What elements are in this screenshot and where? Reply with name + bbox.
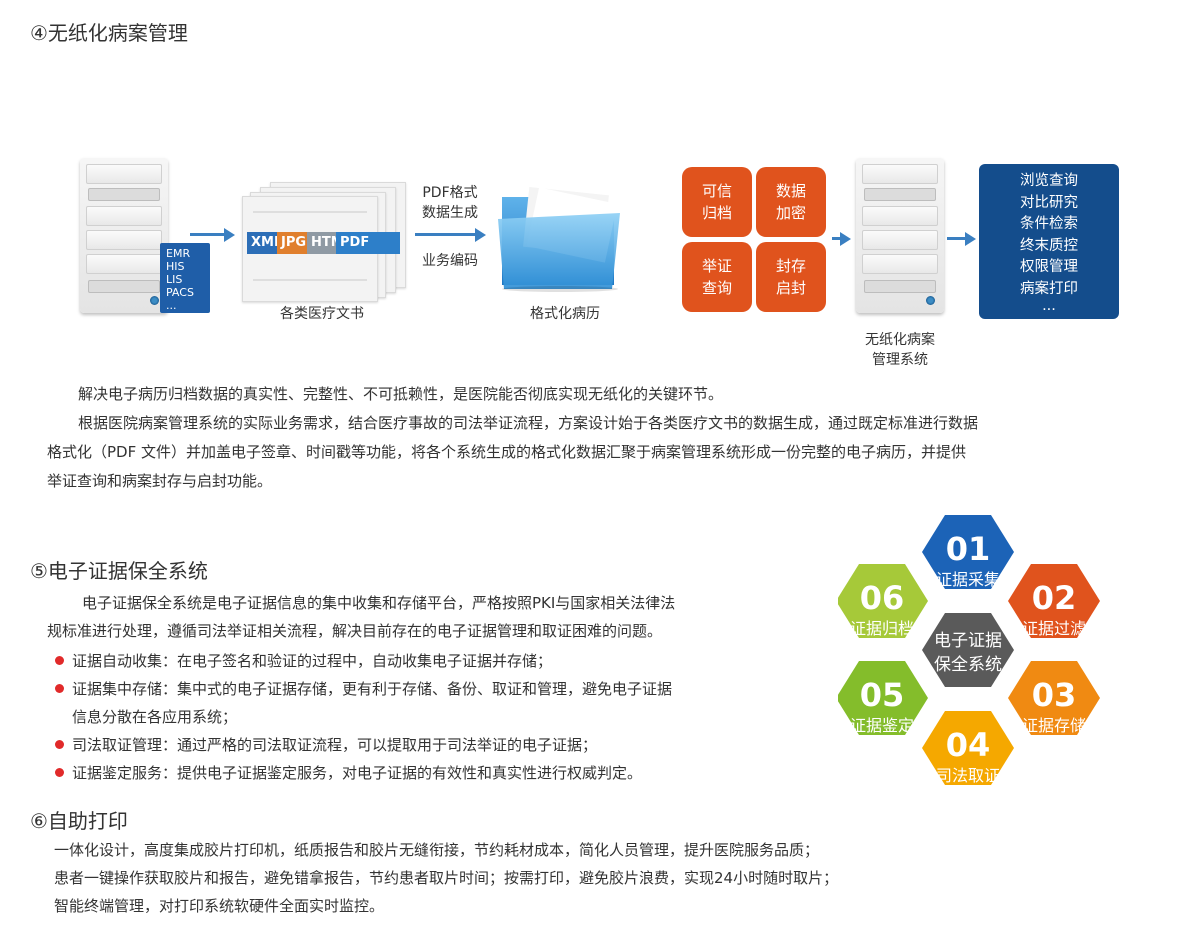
pdf-generation-label: PDF格式 数据生成 (410, 183, 490, 223)
bullet-item: 证据自动收集：在电子签名和验证的过程中，自动收集电子证据并存储； (55, 647, 552, 675)
hex-01-number: 01 (946, 530, 991, 568)
hex-06-label: 证据归档 (850, 619, 914, 638)
documents-stack-icon: XML JPG HTML PDF (242, 178, 412, 302)
bullet-text: 证据鉴定服务：提供电子证据鉴定服务，对电子证据的有效性和真实性进行权威判定。 (72, 764, 643, 782)
evidence-hex-diagram: 01 证据采集 02 证据过滤 03 证据存储 04 司法取证 05 证据鉴定 … (838, 515, 1100, 785)
arrow-icon (947, 237, 967, 240)
section4-paragraph2-line3: 举证查询和病案封存与启封功能。 (47, 472, 273, 490)
feature-item: ... (1042, 298, 1056, 314)
tile-line2: 归档 (701, 204, 732, 222)
hex-04: 04 司法取证 (922, 711, 1014, 785)
section6-line1: 一体化设计，高度集成胶片打印机，纸质报告和胶片无缝衔接，节约耗材成本，简化人员管… (54, 841, 820, 859)
tile-line1: 可信 (701, 182, 732, 200)
bullet-item: 司法取证管理：通过严格的司法取证流程，可以提取用于司法举证的电子证据； (55, 731, 597, 759)
hex-06-number: 06 (860, 579, 905, 617)
arrow-head-icon (840, 232, 851, 246)
bullet-dot-icon (55, 656, 64, 665)
format-tab-xml: XML (247, 232, 279, 254)
source-systems-box: EMR HIS LIS PACS ... (160, 243, 210, 313)
hex-05-label: 证据鉴定 (850, 716, 914, 735)
feature-item: 终末质控 (1020, 237, 1078, 254)
bullet-continuation: 信息分散在各应用系统； (72, 708, 238, 726)
bullet-text: 证据自动收集：在电子签名和验证的过程中，自动收集电子证据并存储； (72, 652, 553, 670)
format-tab-html: HTML (307, 232, 337, 254)
bullet-item: 证据鉴定服务：提供电子证据鉴定服务，对电子证据的有效性和真实性进行权威判定。 (55, 759, 642, 787)
hex-03: 03 证据存储 (1008, 661, 1100, 735)
hex-01-label: 证据采集 (936, 570, 1000, 589)
folder-icon (498, 186, 620, 292)
section4-paragraph2-line2: 格式化（PDF 文件）并加盖电子签章、时间戳等功能，将各个系统生成的格式化数据汇… (47, 443, 966, 461)
bullet-item: 证据集中存储：集中式的电子证据存储，更有利于存储、备份、取证和管理，避免电子证据 (55, 675, 672, 703)
arrow-head-icon (475, 228, 486, 242)
tile-line2: 加密 (775, 204, 806, 222)
folder-label: 格式化病历 (530, 306, 600, 322)
system-label: 无纸化病案 管理系统 (840, 330, 960, 370)
bullet-dot-icon (55, 740, 64, 749)
system-label-line1: 无纸化病案 (865, 332, 935, 348)
tag-more: ... (166, 299, 177, 312)
hex-01: 01 证据采集 (922, 515, 1014, 589)
tile-line1: 数据 (775, 182, 806, 200)
hex-03-number: 03 (1032, 676, 1077, 714)
bullet-text: 证据集中存储：集中式的电子证据存储，更有利于存储、备份、取证和管理，避免电子证据 (72, 680, 673, 698)
section6-line3: 智能终端管理，对打印系统软硬件全面实时监控。 (54, 897, 385, 915)
tile-data-encryption: 数据加密 (756, 167, 826, 237)
section5-title: ⑤电子证据保全系统 (30, 559, 208, 583)
tile-seal-unseal: 封存启封 (756, 242, 826, 312)
bullet-dot-icon (55, 768, 64, 777)
hex-center: 电子证据 保全系统 (922, 613, 1014, 687)
feature-item: 条件检索 (1020, 216, 1078, 232)
tag-his: HIS (166, 260, 185, 273)
hex-03-label: 证据存储 (1022, 716, 1086, 735)
tag-emr: EMR (166, 247, 191, 260)
hex-center-line2: 保全系统 (934, 655, 1002, 675)
pdf-generation-line1: PDF格式 (422, 185, 478, 201)
hex-04-label: 司法取证 (936, 766, 1000, 785)
tile-trusted-archive: 可信归档 (682, 167, 752, 237)
section4-paragraph1: 解决电子病历归档数据的真实性、完整性、不可抵赖性，是医院能否彻底实现无纸化的关键… (78, 385, 724, 403)
hex-02: 02 证据过滤 (1008, 564, 1100, 638)
hex-center-line1: 电子证据 (934, 631, 1002, 651)
server-icon (80, 158, 168, 313)
hex-05: 05 证据鉴定 (838, 661, 928, 735)
tile-line2: 查询 (701, 279, 732, 297)
arrow-icon (190, 233, 226, 236)
business-code-label: 业务编码 (422, 253, 478, 269)
hex-06: 06 证据归档 (838, 564, 928, 638)
section6-title: ⑥自助打印 (30, 809, 128, 833)
hex-02-label: 证据过滤 (1022, 619, 1086, 638)
section5-intro-line1: 电子证据保全系统是电子证据信息的集中收集和存储平台，严格按照PKI与国家相关法律… (82, 594, 676, 612)
arrow-icon (415, 233, 477, 236)
system-label-line2: 管理系统 (872, 352, 928, 368)
tag-pacs: PACS (166, 286, 194, 299)
tag-lis: LIS (166, 273, 183, 286)
tile-evidence-query: 举证查询 (682, 242, 752, 312)
tile-line2: 启封 (775, 279, 806, 297)
arrow-icon (832, 237, 842, 240)
section4-paragraph2-line1: 根据医院病案管理系统的实际业务需求，结合医疗事故的司法举证流程，方案设计始于各类… (78, 414, 979, 432)
tile-line1: 举证 (701, 257, 732, 275)
tile-line1: 封存 (775, 257, 806, 275)
server-icon (856, 158, 944, 313)
feature-item: 病案打印 (1020, 280, 1078, 297)
section4-title: ④无纸化病案管理 (30, 21, 188, 45)
arrow-head-icon (224, 228, 235, 242)
format-tab-pdf: PDF (336, 232, 400, 254)
feature-item: 浏览查询 (1020, 173, 1078, 189)
feature-item: 权限管理 (1020, 259, 1078, 275)
feature-item: 对比研究 (1020, 194, 1078, 211)
docs-label: 各类医疗文书 (280, 306, 364, 322)
hex-02-number: 02 (1032, 579, 1077, 617)
format-tab-jpg: JPG (277, 232, 309, 254)
bullet-dot-icon (55, 684, 64, 693)
arrow-head-icon (965, 232, 976, 246)
hex-05-number: 05 (860, 676, 905, 714)
section6-line2: 患者一键操作获取胶片和报告，避免错拿报告，节约患者取片时间；按需打印，避免胶片浪… (54, 869, 839, 887)
bullet-text: 司法取证管理：通过严格的司法取证流程，可以提取用于司法举证的电子证据； (72, 736, 598, 754)
hex-04-number: 04 (946, 726, 991, 764)
section5-intro-line2: 规标准进行处理，遵循司法举证相关流程，解决目前存在的电子证据管理和取证困难的问题… (47, 622, 663, 640)
pdf-generation-line2: 数据生成 (422, 205, 478, 221)
features-panel: 浏览查询 对比研究 条件检索 终末质控 权限管理 病案打印 ... (979, 164, 1119, 319)
